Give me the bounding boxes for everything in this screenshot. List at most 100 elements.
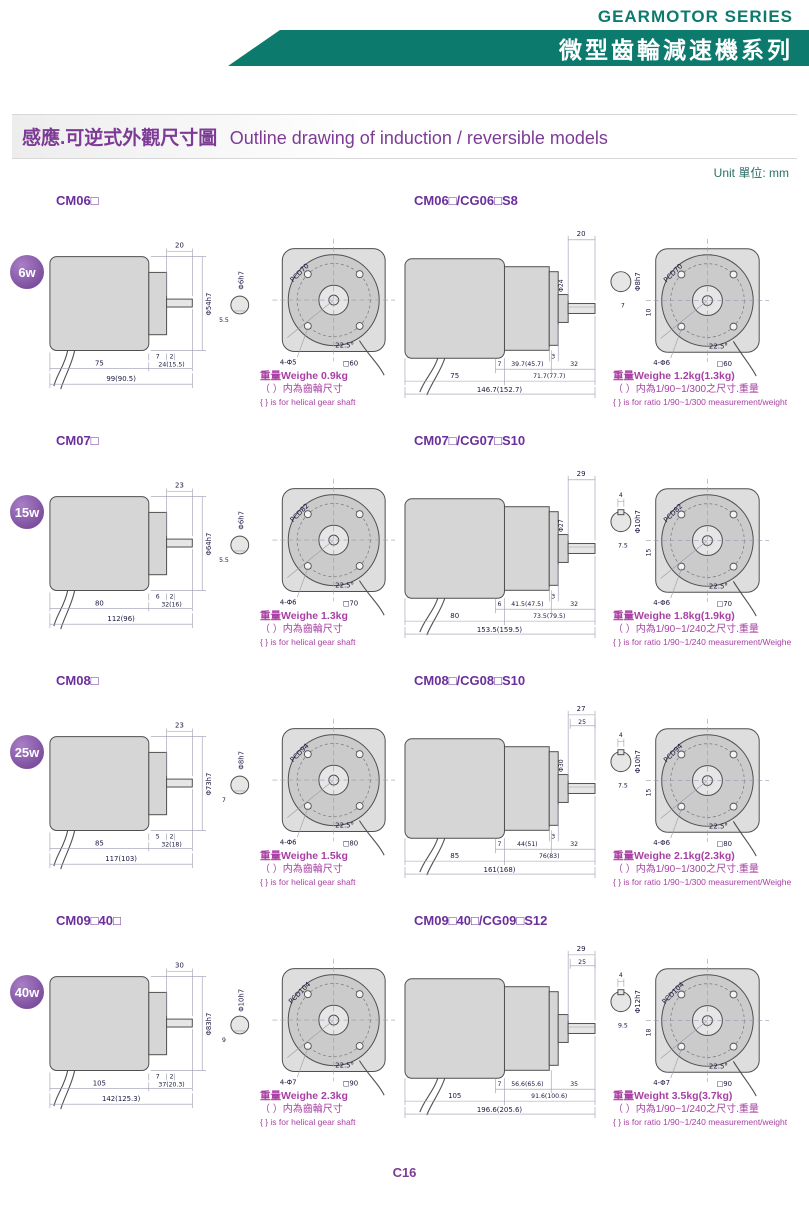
dim-label: 7.5 [618,543,628,550]
holes-label: 4-Φ5 [280,358,297,366]
dim-label: Φ6h7 [238,511,246,530]
cell-cm08-cg08: CM08□/CG08□S10 27 25 Φ30 [400,673,800,909]
dim-label: 112(96) [107,615,135,623]
shaft-detail: Φ8h7 7 [222,751,250,804]
weight-line3: { } is for helical gear shaft [260,876,356,887]
outline-drawing: 20 Φ24 3 7 39.7(45.7) 32 75 71.7(77.7) 1… [404,230,770,399]
square-label: □70 [717,600,732,608]
page-number: C16 [392,1165,417,1180]
dim-label: 196.6(205.6) [477,1106,523,1114]
weight-line3: { } is for helical gear shaft [260,396,356,407]
weight-line3: { } is for ratio 1/90~1/240 measurement/… [613,636,792,647]
dim-label: 32 [570,601,578,608]
dim-label: 6 [156,593,160,600]
dim-label: 4 [619,492,623,499]
dim-label: 5 [156,833,160,840]
dim-label: Φ8h7 [634,272,642,291]
weight-line3: { } is for ratio 1/90~1/240 measurement/… [613,1116,788,1127]
weight-line3: { } is for helical gear shaft [260,1116,356,1127]
series-title: GEARMOTOR SERIES [597,7,793,26]
dim-label: 39.7(45.7) [511,361,543,368]
dim-label: 142(125.3) [102,1095,141,1103]
dim-label: 161(168) [484,866,516,874]
side-view: 29 Φ27 3 6 41.5(47.5) 32 80 73.5(79.5) 1… [404,470,596,639]
square-label: □90 [717,1080,732,1088]
dim-label: 10 [646,308,653,316]
page-header: GEARMOTOR SERIES 微型齒輪減速機系列 [0,0,809,96]
dim-label: 91.6(100.6) [531,1093,567,1100]
power-badge: 6w [10,255,44,289]
model-label: CM06□/CG06□S8 [414,193,518,208]
shaft-detail: Φ10h7 9 [222,989,250,1044]
outline-drawing: 30 Φ83h7 7 2 105 37(20.3) 142(125.3) Φ10… [49,958,396,1110]
dim-label: Φ10h7 [634,510,642,533]
square-label: □80 [717,840,732,848]
dim-label: 23 [175,722,184,730]
cell-cm06-cg06: CM06□/CG06□S8 20 Φ24 3 [400,193,800,429]
dim-label: 56.6(65.6) [511,1081,543,1088]
dim-label: 37(20.3) [158,1081,184,1088]
model-label: CM08□/CG08□S10 [414,673,526,688]
dim-label: 5.5 [219,317,229,324]
dim-label: 85 [95,839,104,847]
outline-drawing: 29 25 7 56.6(65.6) 35 105 91.6(100.6) 19… [404,945,770,1119]
cell-cm07: 15w CM07□ 23 Φ64h7 6 2 [8,433,400,669]
dim-label: 29 [577,945,586,953]
weight-line1: 重量Weighe 1.5kg [260,850,348,862]
weight-line2: （ ）内為齒輪尺寸 [260,384,343,396]
power-badge: 40w [10,975,44,1009]
weight-line2: （ ）内為1/90~1/240之尺寸.重量 [613,1104,759,1116]
dim-label: 105 [93,1079,106,1087]
dim-label: 32 [570,361,578,368]
dim-label: Φ64h7 [205,533,213,556]
angle-label: 22.5° [709,1062,728,1070]
front-view: PCD70 4-Φ5 22.5° □60 [272,238,396,376]
model-label: CM09□40□/CG09□S12 [414,913,548,928]
dim-label: 7 [498,1081,502,1088]
dim-label: 2 [170,593,174,600]
cell-cm09-cg09: CM09□40□/CG09□S12 29 25 [400,913,800,1149]
weight-note: 重量Weight 3.5kg(3.7kg) （ ）内為1/90~1/240之尺寸… [613,1089,805,1128]
front-view: PCD104 4-Φ7 22.5° □90 [272,958,396,1096]
angle-label: 22.5° [709,822,728,830]
dim-label: 32(18) [161,841,181,848]
dim-label: 3 [551,593,555,600]
weight-line1: 重量Weighe 2.1kg(2.3kg) [613,850,735,862]
square-label: □60 [717,360,732,368]
dim-label: 85 [450,852,459,860]
weight-note: 重量Weighe 1.5kg （ ）内為齒輪尺寸 { } is for heli… [260,849,400,888]
shaft-detail: Φ8h7 7 10 [610,271,653,316]
model-label: CM07□ [56,433,99,448]
dim-label: 7 [621,303,625,310]
dim-label: 30 [175,962,184,970]
weight-line3: { } is for helical gear shaft [260,636,356,647]
dim-label: 2 [170,1073,174,1080]
dim-label: 25 [578,959,586,966]
dim-label: 20 [577,230,586,238]
dim-label: 7 [156,1073,160,1080]
dim-label: 75 [450,372,459,380]
dim-label: 146.7(152.7) [477,386,523,394]
dim-label: 9.5 [618,1023,628,1030]
dim-label: 2 [170,353,174,360]
dim-label: Φ54h7 [205,293,213,316]
dim-label: 71.7(77.7) [533,373,565,380]
model-label: CM08□ [56,673,99,688]
dim-label: 24(15.5) [158,361,184,368]
dim-label: 32 [570,841,578,848]
dim-label: Φ30 [558,759,565,772]
power-badge: 25w [10,735,44,769]
angle-label: 22.5° [335,822,354,830]
shaft-detail: 4 Φ12h7 9.5 18 [610,972,653,1036]
dim-label: Φ8h7 [238,751,246,770]
holes-label: 4-Φ7 [653,1079,670,1087]
dim-label: 15 [646,548,653,556]
outline-drawing: 27 25 Φ30 3 7 44(51) 32 85 76(83) 161(16… [404,705,770,879]
outline-drawing: 23 Φ64h7 6 2 80 32(16) 112(96) Φ6h7 5.5 [49,478,396,630]
weight-line2: （ ）内為1/90~1/300之尺寸.重量 [613,384,759,396]
dim-label: 32(16) [161,601,181,608]
side-view: 23 Φ64h7 6 2 80 32(16) 112(96) [49,482,213,630]
dim-label: 27 [577,705,586,713]
dim-label: 75 [95,359,104,367]
shaft-detail: Φ6h7 5.5 [219,511,250,564]
